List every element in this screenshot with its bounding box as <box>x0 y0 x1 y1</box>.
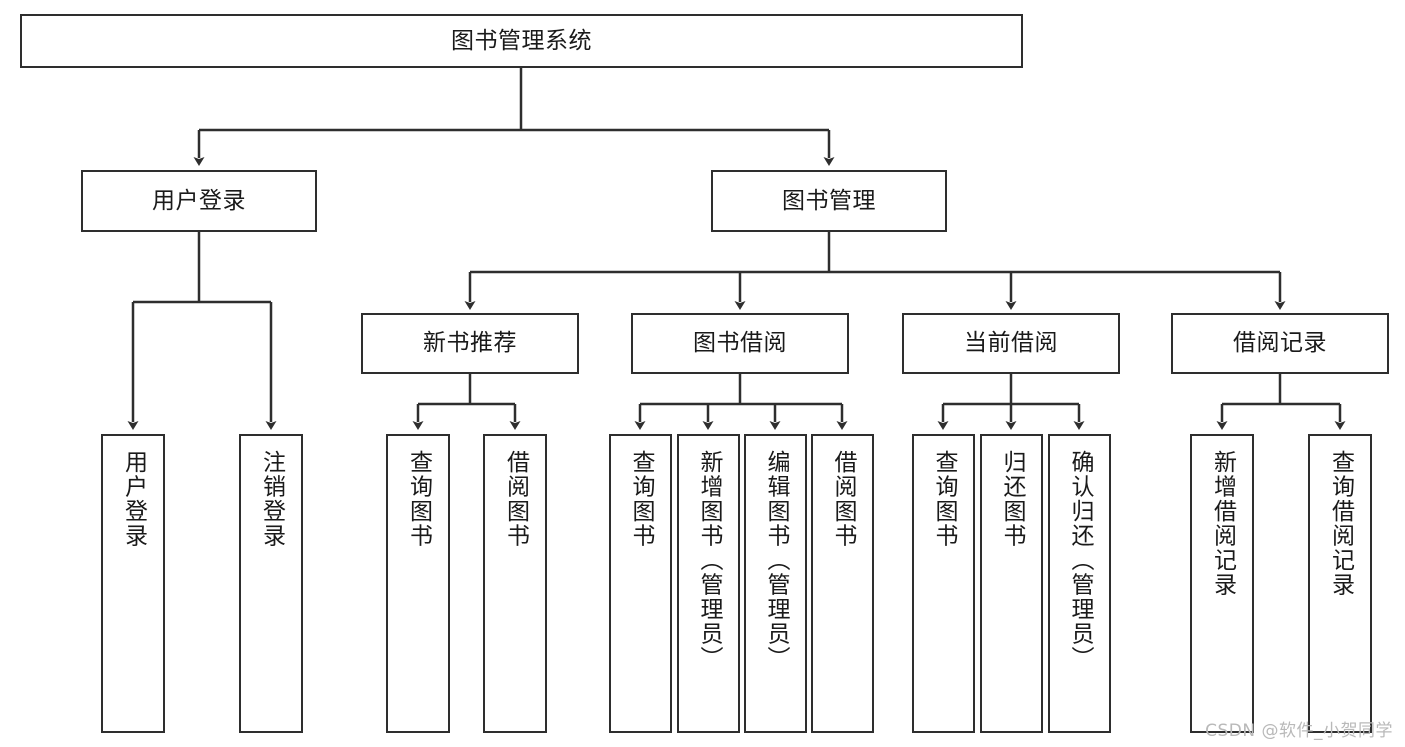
node-book-borrow[interactable]: 图书借阅 <box>631 313 849 374</box>
leaf-edit-book-admin[interactable]: 编辑图书（管理员） <box>744 434 807 733</box>
leaf-confirm-return-admin[interactable]: 确认归还（管理员） <box>1048 434 1111 733</box>
node-book-management-label: 图书管理 <box>782 187 876 214</box>
leaf-borrow-book[interactable]: 借阅图书 <box>811 434 874 733</box>
leaf-return-book[interactable]: 归还图书 <box>980 434 1043 733</box>
leaf-user-login-label: 用户登录 <box>120 450 147 548</box>
leaf-query-book-current[interactable]: 查询图书 <box>912 434 975 733</box>
leaf-query-borrow-record-label: 查询借阅记录 <box>1327 450 1354 597</box>
leaf-logout[interactable]: 注销登录 <box>239 434 303 733</box>
leaf-borrow-book-recommendation-label: 借阅图书 <box>502 450 529 548</box>
leaf-borrow-book-recommendation[interactable]: 借阅图书 <box>483 434 547 733</box>
leaf-add-borrow-record-label: 新增借阅记录 <box>1209 450 1236 597</box>
leaf-add-book-admin[interactable]: 新增图书（管理员） <box>677 434 740 733</box>
leaf-logout-label: 注销登录 <box>258 450 285 548</box>
leaf-query-book-recommendation[interactable]: 查询图书 <box>386 434 450 733</box>
leaf-query-borrow-record[interactable]: 查询借阅记录 <box>1308 434 1372 733</box>
node-root-label: 图书管理系统 <box>451 27 592 54</box>
node-current-borrow-label: 当前借阅 <box>964 330 1058 357</box>
node-current-borrow[interactable]: 当前借阅 <box>902 313 1120 374</box>
leaf-query-book-recommendation-label: 查询图书 <box>405 450 432 548</box>
leaf-query-book-borrow-label: 查询图书 <box>628 450 654 548</box>
leaf-confirm-return-admin-label: 确认归还（管理员） <box>1067 450 1093 671</box>
csdn-watermark: CSDN @软件_小贺同学 <box>1205 721 1393 741</box>
node-book-borrow-label: 图书借阅 <box>693 330 787 357</box>
leaf-borrow-book-label: 借阅图书 <box>830 450 856 548</box>
leaf-user-login[interactable]: 用户登录 <box>101 434 165 733</box>
node-new-book-recommendation-label: 新书推荐 <box>423 330 517 357</box>
leaf-return-book-label: 归还图书 <box>999 450 1025 548</box>
leaf-add-borrow-record[interactable]: 新增借阅记录 <box>1190 434 1254 733</box>
leaf-edit-book-admin-label: 编辑图书（管理员） <box>763 450 789 671</box>
node-user-login-label: 用户登录 <box>152 187 246 214</box>
node-borrow-record[interactable]: 借阅记录 <box>1171 313 1389 374</box>
node-root[interactable]: 图书管理系统 <box>20 14 1023 68</box>
node-book-management[interactable]: 图书管理 <box>711 170 947 232</box>
node-borrow-record-label: 借阅记录 <box>1233 330 1327 357</box>
node-new-book-recommendation[interactable]: 新书推荐 <box>361 313 579 374</box>
leaf-add-book-admin-label: 新增图书（管理员） <box>696 450 722 671</box>
node-user-login[interactable]: 用户登录 <box>81 170 317 232</box>
leaf-query-book-current-label: 查询图书 <box>931 450 957 548</box>
leaf-query-book-borrow[interactable]: 查询图书 <box>609 434 672 733</box>
